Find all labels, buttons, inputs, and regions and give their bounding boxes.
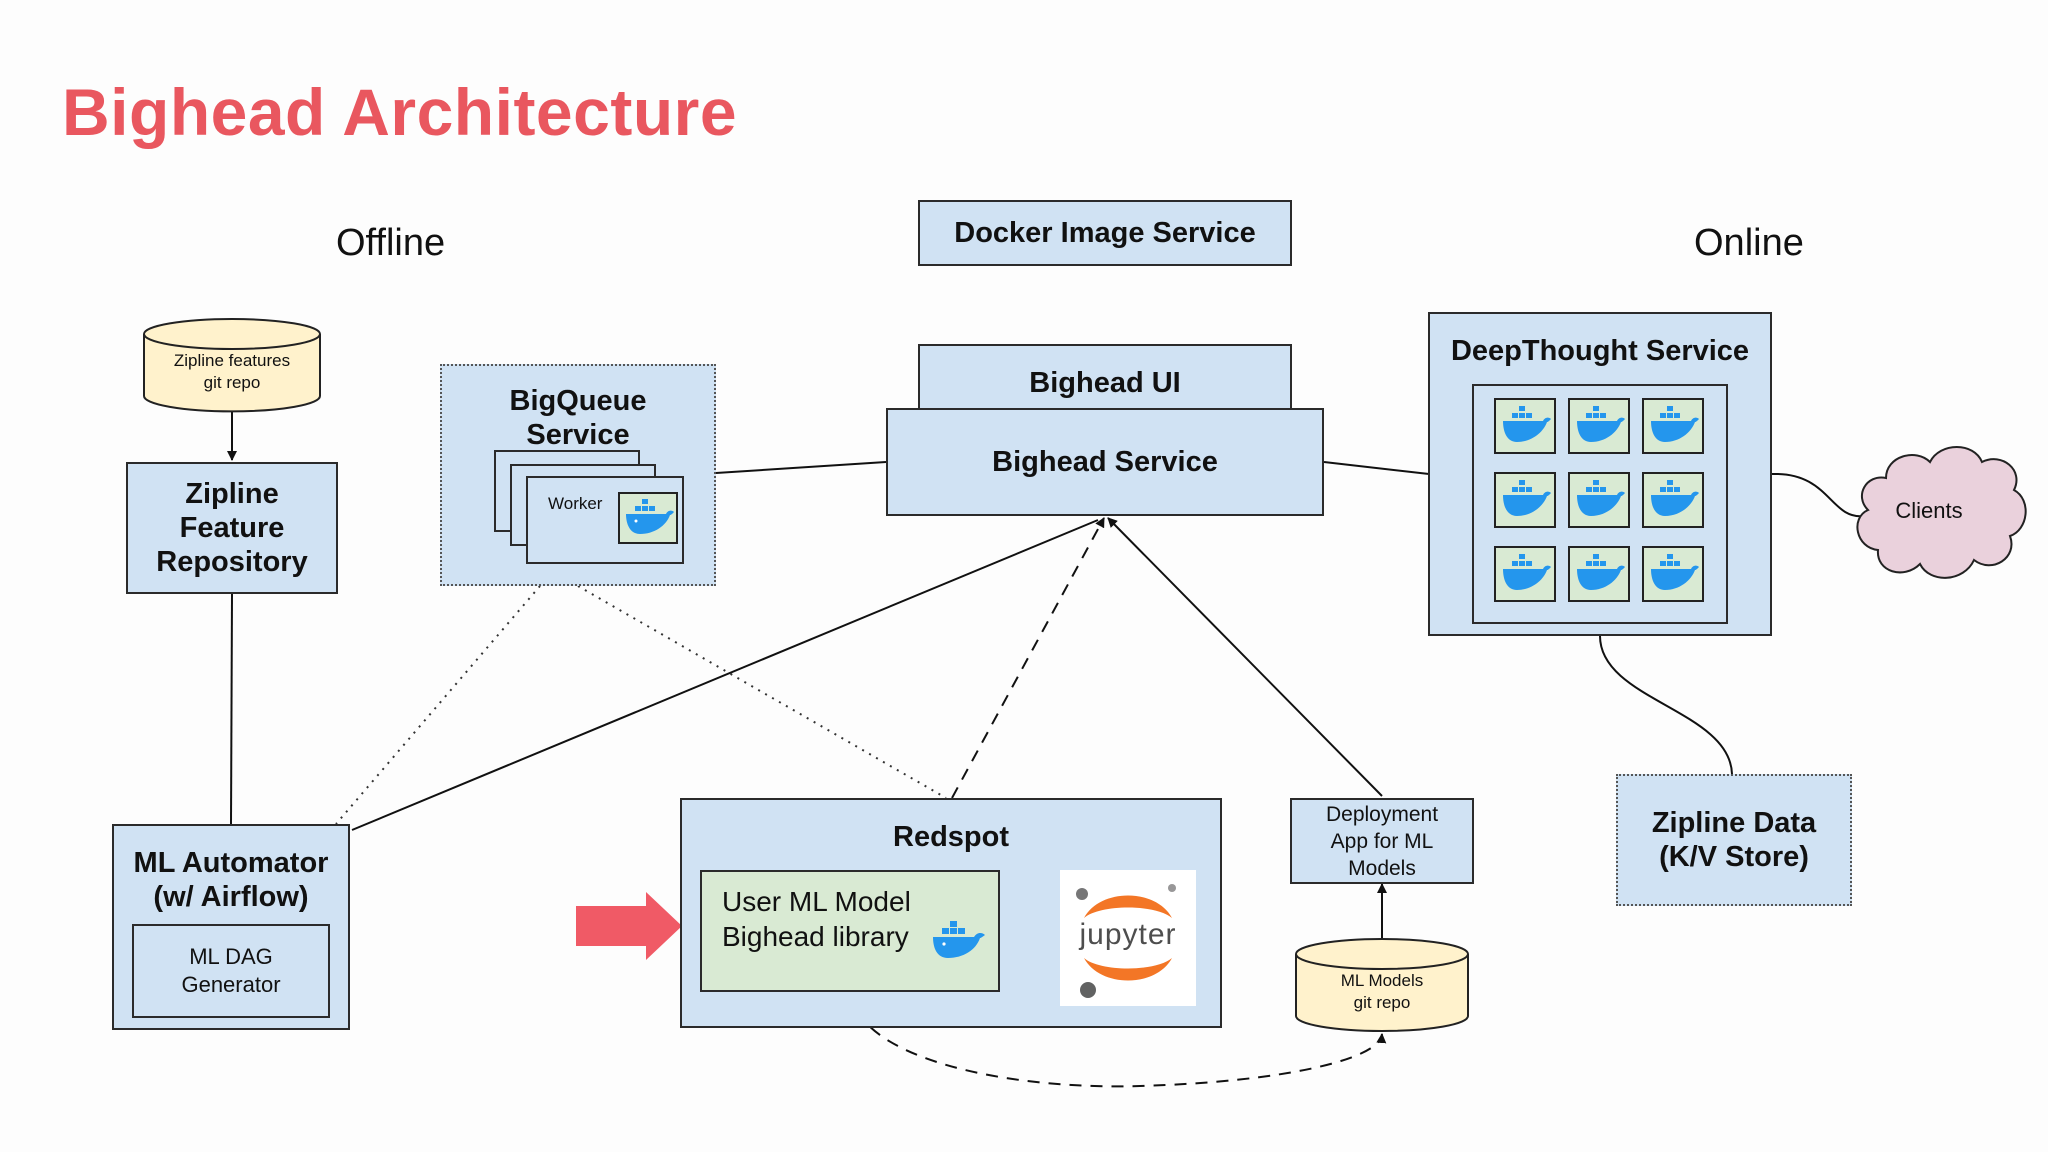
docker-image-service-label: Docker Image Service (954, 217, 1256, 249)
user-ml-model-box: User ML Model Bighead library (700, 870, 1000, 992)
clients-cloud-icon (1856, 446, 2027, 579)
ml-dag-generator-label: ML DAG Generator (181, 944, 281, 997)
deployment-app-label: Deployment App for ML Models (1325, 802, 1439, 880)
edge-deployment-to-bighead-service (1107, 517, 1383, 797)
zipline-data-label: Zipline Data (K/V Store) (1651, 807, 1817, 873)
docker-whale-icon (928, 916, 988, 966)
docker-whale-icon (1642, 546, 1704, 602)
edge-redspot-to-bighead-service (951, 517, 1105, 799)
zipline-data-box: Zipline Data (K/V Store) (1616, 774, 1852, 906)
page-title: Bighead Architecture (62, 75, 738, 149)
docker-whale-icon (1494, 472, 1556, 528)
edge-bigqueue-to-bighead-service (715, 461, 887, 474)
zipline-feature-repository-label: Zipline Feature Repository (156, 478, 308, 578)
worker-label: Worker (548, 494, 603, 513)
deepthought-container-4 (1494, 472, 1556, 533)
docker-whale-icon (1642, 398, 1704, 454)
redspot-label: Redspot (893, 821, 1009, 853)
deepthought-container-3 (1642, 398, 1704, 459)
docker-whale-icon (1568, 472, 1630, 528)
edge-bigqueue-to-automator (335, 585, 541, 825)
edge-bigqueue-to-redspot (577, 585, 947, 799)
deepthought-container-5 (1568, 472, 1630, 533)
deployment-app-box: Deployment App for ML Models (1290, 798, 1474, 884)
deepthought-container-1 (1494, 398, 1556, 459)
edge-bighead-service-to-deepthought (1323, 461, 1430, 475)
edge-deepthought-to-zipline-data (1599, 635, 1733, 775)
ml-models-repo-label: ML Models git repo (1340, 971, 1424, 1012)
edge-automator-to-bighead-service (351, 519, 1099, 831)
deepthought-container-6 (1642, 472, 1704, 533)
deepthought-container-8 (1568, 546, 1630, 607)
edge-feature-repo-to-automator (230, 593, 233, 825)
bigqueue-service-label: BigQueue Service (509, 385, 647, 451)
section-label-offline: Offline (336, 222, 446, 264)
docker-whale-icon (1642, 472, 1704, 528)
user-ml-model-label: User ML Model Bighead library (722, 886, 911, 952)
jupyter-logo-icon: jupyter (1060, 870, 1196, 1006)
docker-whale-icon (1494, 546, 1556, 602)
zipline-features-repo-label: Zipline features git repo (173, 351, 291, 392)
ml-dag-generator-box: ML DAG Generator (132, 924, 330, 1018)
docker-whale-icon (1568, 398, 1630, 454)
highlight-arrow-icon (576, 892, 682, 960)
deepthought-container-2 (1568, 398, 1630, 459)
deepthought-container-9 (1642, 546, 1704, 607)
deepthought-container-7 (1494, 546, 1556, 607)
zipline-feature-repository-box: Zipline Feature Repository (126, 462, 338, 594)
deepthought-container-grid (1472, 384, 1728, 624)
docker-whale-icon (1494, 398, 1556, 454)
bighead-service-label: Bighead Service (992, 446, 1218, 478)
jupyter-label: jupyter (1079, 918, 1177, 951)
ml-automator-label: ML Automator (w/ Airflow) (133, 847, 329, 913)
clients-label: Clients (1895, 498, 1963, 523)
zipline-features-repo-cylinder (143, 318, 321, 413)
bighead-service-box: Bighead Service (886, 408, 1324, 516)
edge-user-model-to-models-repo (849, 991, 1387, 1088)
docker-whale-icon (1568, 546, 1630, 602)
docker-image-service-box: Docker Image Service (918, 200, 1292, 266)
worker-card: Worker (526, 476, 684, 564)
bighead-ui-box: Bighead UI (918, 344, 1292, 416)
bighead-ui-label: Bighead UI (1029, 367, 1181, 399)
section-label-online: Online (1694, 222, 1804, 264)
ml-models-repo-cylinder-top (1295, 938, 1469, 970)
docker-whale-icon (618, 492, 678, 544)
ml-models-repo-cylinder (1295, 954, 1469, 1032)
deepthought-service-label: DeepThought Service (1450, 335, 1750, 367)
